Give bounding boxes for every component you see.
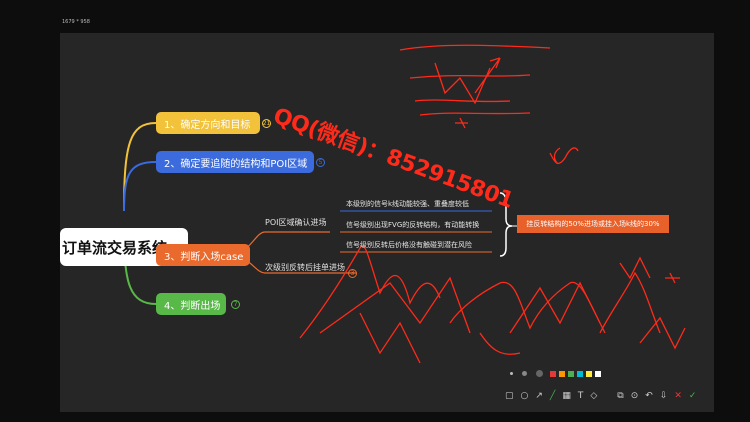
connector-2 bbox=[123, 161, 157, 212]
branch-poi-entry[interactable]: POI区域确认进场 bbox=[265, 218, 327, 227]
condition-item[interactable]: 本级别的信号k线动能较强、重叠度较低 bbox=[346, 200, 470, 208]
node-exit[interactable]: 4、判断出场 bbox=[156, 293, 226, 315]
color-palette bbox=[510, 370, 601, 377]
branch-secondary-badge: 3 bbox=[348, 269, 357, 278]
circle-tool-icon[interactable]: ○ bbox=[520, 391, 529, 401]
size-large-dot[interactable] bbox=[536, 370, 543, 377]
annotation-toolbar: ▢ ○ ↗ ╱ ▦ T ◇ ⧉ ⊙ ↶ ⇩ ✕ ✓ bbox=[505, 386, 696, 406]
dimensions-label: 1679 * 958 bbox=[62, 19, 90, 25]
node-direction-target[interactable]: 1、确定方向和目标 bbox=[156, 112, 260, 134]
connector-1 bbox=[123, 122, 157, 212]
marker-tool-icon[interactable]: ◇ bbox=[590, 391, 598, 401]
color-swatch-orange[interactable] bbox=[559, 370, 565, 377]
text-tool-icon[interactable]: T bbox=[577, 391, 584, 401]
arrow-tool-icon[interactable]: ↗ bbox=[535, 391, 543, 401]
rectangle-tool-icon[interactable]: ▢ bbox=[505, 391, 514, 401]
color-swatch-green[interactable] bbox=[568, 370, 574, 377]
node-1-badge: 21 bbox=[262, 119, 271, 128]
color-swatch-red[interactable] bbox=[550, 370, 556, 377]
result-node[interactable]: 挂反转结构的50%进场或挂入场k线的30% bbox=[517, 215, 669, 233]
pin-tool-icon[interactable]: ⊙ bbox=[630, 391, 639, 401]
confirm-tool-icon[interactable]: ✓ bbox=[688, 391, 697, 401]
pen-tool-icon[interactable]: ╱ bbox=[549, 391, 556, 401]
cancel-tool-icon[interactable]: ✕ bbox=[674, 391, 682, 401]
color-swatch-white[interactable] bbox=[595, 370, 601, 377]
size-medium-dot[interactable] bbox=[522, 371, 527, 376]
size-small-dot[interactable] bbox=[510, 372, 513, 375]
copy-tool-icon[interactable]: ⧉ bbox=[617, 391, 624, 401]
node-entry-case[interactable]: 3、判断入场case bbox=[156, 244, 250, 266]
screenshot-canvas: 订单流交易系统 1、确定方向和目标 21 2、确定要追随的结构和POI区域 5 … bbox=[60, 33, 714, 412]
undo-tool-icon[interactable]: ↶ bbox=[645, 391, 653, 401]
node-4-badge: 7 bbox=[231, 300, 240, 309]
node-2-badge: 5 bbox=[316, 158, 325, 167]
download-tool-icon[interactable]: ⇩ bbox=[659, 391, 668, 401]
color-swatch-yellow[interactable] bbox=[586, 370, 592, 377]
condition-item[interactable]: 信号级别反转后价格没有触碰到潜在风险 bbox=[346, 241, 472, 249]
condition-item[interactable]: 信号级别出现FVG的反转结构，有动能转换 bbox=[346, 221, 480, 229]
branch-secondary-entry[interactable]: 次级别反转后挂单进场 bbox=[265, 263, 345, 272]
color-swatch-cyan[interactable] bbox=[577, 370, 583, 377]
red-drawings bbox=[299, 44, 686, 364]
node-structure-poi[interactable]: 2、确定要追随的结构和POI区域 bbox=[156, 151, 314, 173]
mosaic-tool-icon[interactable]: ▦ bbox=[562, 391, 571, 401]
